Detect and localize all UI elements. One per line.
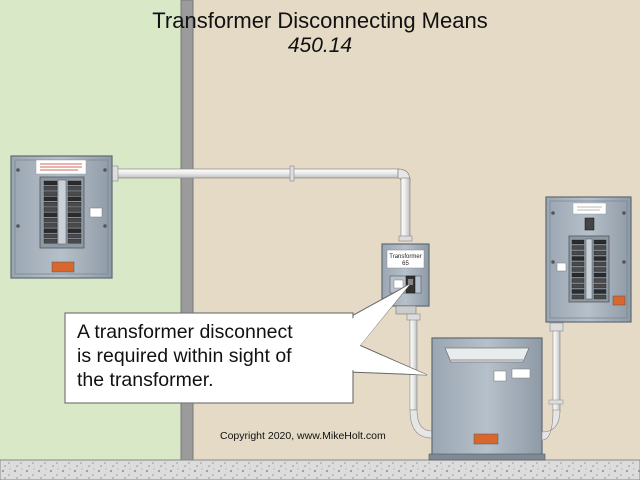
callout-line-3: the transformer.: [77, 369, 214, 391]
transformer-to-panel-conduit: [541, 322, 564, 441]
transformer: [428, 337, 546, 461]
breaker: [571, 289, 585, 294]
breaker: [43, 196, 58, 202]
breaker: [67, 196, 82, 202]
breaker: [43, 223, 58, 228]
overhead-conduit: [111, 165, 413, 242]
floor-slab: [0, 459, 640, 480]
callout-line-1: A transformer disconnect: [77, 321, 293, 343]
breaker: [43, 233, 58, 239]
breaker: [593, 256, 607, 261]
breaker: [43, 180, 58, 186]
callout-text: A transformer disconnect is required wit…: [77, 320, 362, 392]
breaker: [593, 294, 607, 300]
breaker: [571, 250, 585, 256]
breaker: [571, 261, 585, 267]
breaker: [67, 202, 82, 207]
breaker: [43, 191, 58, 196]
breaker: [67, 239, 82, 244]
disconnect-label-line2: 65: [402, 261, 409, 267]
breaker: [67, 228, 82, 233]
callout-box: [64, 283, 428, 404]
breaker: [571, 267, 585, 272]
breaker: [43, 239, 58, 244]
secondary-panelboard: [545, 196, 632, 323]
breaker: [43, 212, 58, 217]
breaker: [593, 261, 607, 267]
breaker: [43, 228, 58, 233]
breaker: [43, 217, 58, 223]
breaker: [593, 272, 607, 278]
breaker: [43, 186, 58, 191]
breaker: [571, 239, 585, 245]
breaker: [593, 267, 607, 272]
breaker: [43, 202, 58, 207]
breaker: [67, 191, 82, 196]
breaker: [593, 289, 607, 294]
breaker: [571, 294, 585, 300]
breaker: [67, 223, 82, 228]
exterior-panelboard: [10, 155, 113, 279]
breaker: [67, 212, 82, 217]
breaker: [571, 256, 585, 261]
breaker: [43, 207, 58, 212]
breaker: [67, 207, 82, 212]
breaker: [67, 186, 82, 191]
breaker: [593, 278, 607, 283]
code-reference: 450.14: [287, 34, 353, 57]
breaker: [593, 239, 607, 245]
breaker: [593, 245, 607, 250]
page-title: Transformer Disconnecting Means: [152, 8, 488, 33]
disconnect-label-line1: Transformer: [389, 254, 421, 260]
breaker: [593, 283, 607, 289]
callout-line-2: is required within sight of: [77, 345, 292, 367]
breaker: [571, 283, 585, 289]
breaker: [67, 217, 82, 223]
copyright-text: Copyright 2020, www.MikeHolt.com: [220, 430, 386, 442]
breaker: [67, 233, 82, 239]
breaker: [593, 250, 607, 256]
breaker: [571, 272, 585, 278]
breaker: [571, 245, 585, 250]
breaker: [571, 278, 585, 283]
breaker: [67, 180, 82, 186]
